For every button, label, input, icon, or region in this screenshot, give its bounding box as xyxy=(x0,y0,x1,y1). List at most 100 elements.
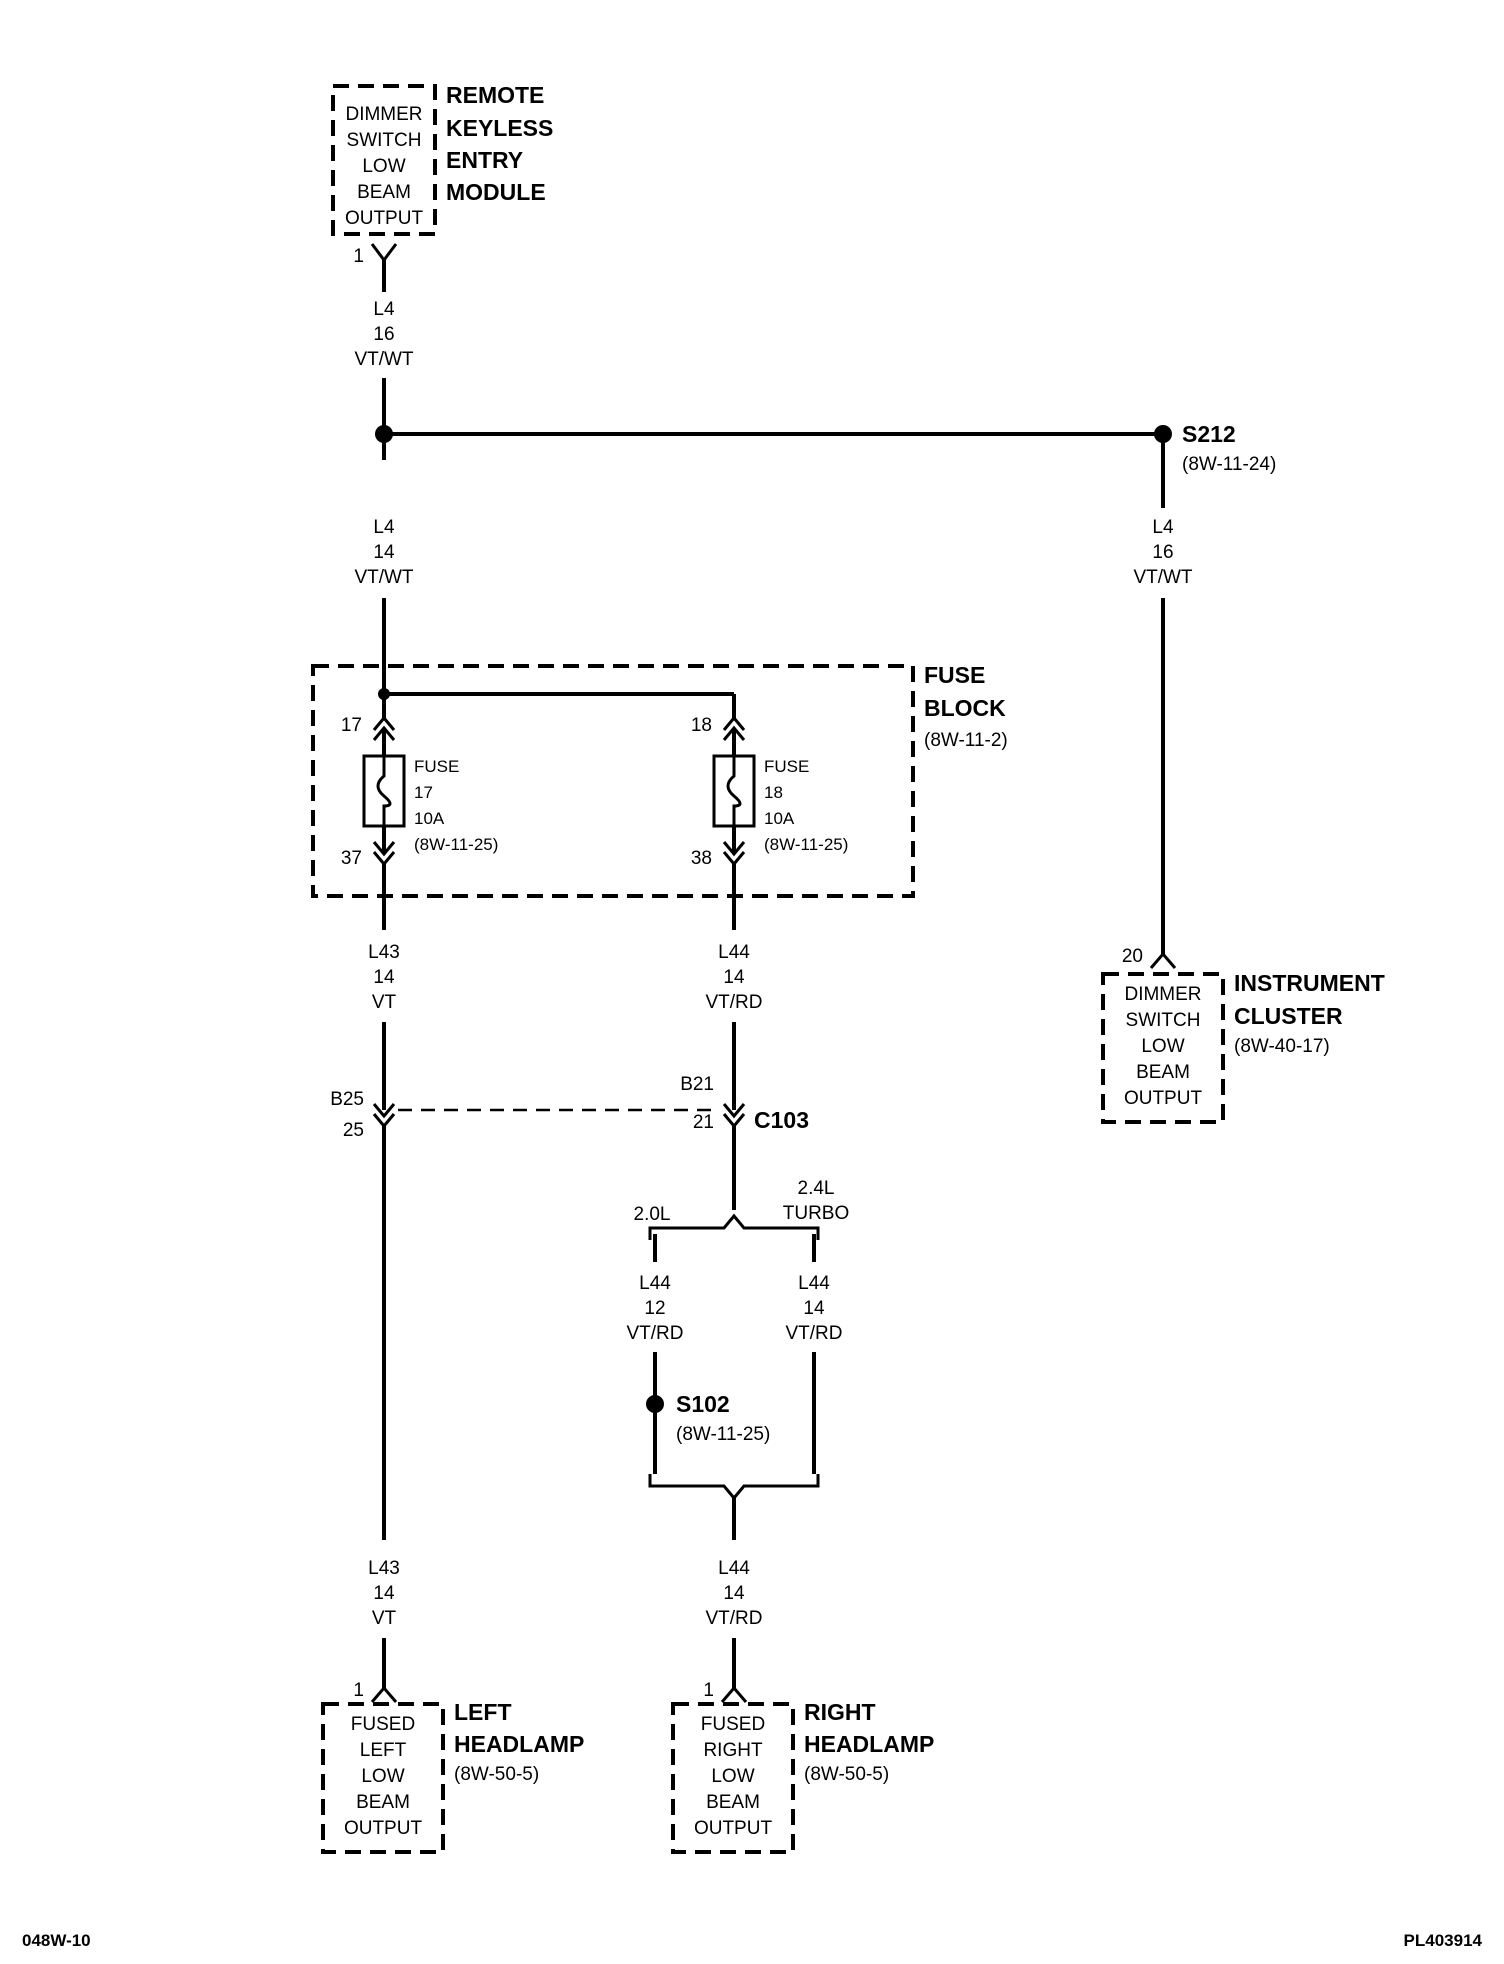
headlamp-title: LEFT xyxy=(454,1699,512,1725)
headlamp-inner-label: OUTPUT xyxy=(694,1818,773,1839)
connector-symbol xyxy=(722,841,746,857)
cluster-title: CLUSTER xyxy=(1234,1003,1343,1029)
connector-symbol xyxy=(372,715,396,731)
wire-label: VT/WT xyxy=(354,349,413,370)
cluster-inner-label: BEAM xyxy=(1136,1062,1190,1083)
wire-label: L44 xyxy=(639,1273,671,1294)
fuse-label: (8W-11-25) xyxy=(764,835,848,854)
variant-brace-upper xyxy=(648,1213,820,1240)
connector-symbol xyxy=(370,1685,398,1703)
wire-label: 14 xyxy=(373,542,395,563)
cluster-inner-label: LOW xyxy=(1141,1036,1184,1057)
headlamp-title: RIGHT xyxy=(804,1699,876,1725)
wire-label: L43 xyxy=(368,942,400,963)
rke-inner-label: BEAM xyxy=(357,182,411,203)
wire-label: VT xyxy=(372,1608,397,1629)
headlamp-pin: 1 xyxy=(703,1680,714,1701)
wire-label: L44 xyxy=(798,1273,830,1294)
wire-label: VT xyxy=(372,992,397,1013)
rke-inner-label: LOW xyxy=(362,156,405,177)
connector-pin: 21 xyxy=(693,1112,714,1133)
fuse-block-title: BLOCK xyxy=(924,695,1006,721)
connector-symbol xyxy=(722,1103,746,1119)
wire-label: VT/RD xyxy=(786,1323,843,1344)
rke-connector-symbol xyxy=(370,243,398,263)
fuse-out-pin: 38 xyxy=(691,848,712,869)
connector-symbol xyxy=(372,1103,396,1119)
rke-pin-label: 1 xyxy=(353,246,364,267)
headlamp-ref: (8W-50-5) xyxy=(454,1764,539,1785)
rke-title: MODULE xyxy=(446,179,546,205)
instrument-cluster: 20 DIMMER SWITCH LOW BEAM OUTPUT INSTRUM… xyxy=(1101,946,1385,1124)
connector-name: C103 xyxy=(754,1107,809,1133)
s102-ref: (8W-11-25) xyxy=(676,1424,770,1445)
headlamp-inner-label: BEAM xyxy=(706,1792,760,1813)
fuse-block-box xyxy=(311,664,915,898)
cluster-inner-label: SWITCH xyxy=(1126,1010,1201,1031)
fuse-label: (8W-11-25) xyxy=(414,835,498,854)
headlamp-inner-label: LEFT xyxy=(360,1740,407,1761)
wire-label: L43 xyxy=(368,1558,400,1579)
left-headlamp-box xyxy=(321,1702,445,1854)
headlamp-inner-label: RIGHT xyxy=(703,1740,763,1761)
rke-inner-label: SWITCH xyxy=(347,130,422,151)
footer-page-code: 048W-10 xyxy=(22,1931,91,1950)
headlamp-ref: (8W-50-5) xyxy=(804,1764,889,1785)
cluster-pin: 20 xyxy=(1122,946,1143,967)
connector-symbol xyxy=(372,725,396,741)
wire-label: L44 xyxy=(718,942,750,963)
headlamp-inner-label: OUTPUT xyxy=(344,1818,423,1839)
wire-label: 14 xyxy=(373,967,395,988)
rke-title: REMOTE xyxy=(446,82,544,108)
right-headlamp-box xyxy=(671,1702,795,1854)
connector-c103: B25 25 B21 21 C103 xyxy=(330,1074,809,1141)
s102-splice-dot xyxy=(646,1395,664,1413)
fuse-18: 18 38 FUSE 18 10A (8W-11-25) xyxy=(691,715,849,869)
wire-label: 14 xyxy=(723,967,745,988)
headlamp-title: HEADLAMP xyxy=(454,1731,584,1757)
rke-inner-label: DIMMER xyxy=(345,104,422,125)
wire-label: L4 xyxy=(1152,517,1174,538)
connector-symbol xyxy=(1149,951,1177,969)
fuse-element xyxy=(376,756,392,826)
variant-label: TURBO xyxy=(783,1203,850,1224)
rke-module-box xyxy=(331,84,437,236)
headlamp-inner-label: FUSED xyxy=(351,1714,415,1735)
rke-title: ENTRY xyxy=(446,147,523,173)
cluster-inner-label: OUTPUT xyxy=(1124,1088,1203,1109)
rke-module: DIMMER SWITCH LOW BEAM OUTPUT REMOTE KEY… xyxy=(331,82,553,267)
connector-symbol xyxy=(722,715,746,731)
wire-label: VT/RD xyxy=(627,1323,684,1344)
wire-label: 14 xyxy=(723,1583,745,1604)
fuse-label: 10A xyxy=(414,809,445,828)
wire-label: 16 xyxy=(1152,542,1173,563)
cluster-ref: (8W-40-17) xyxy=(1234,1036,1330,1057)
connector-symbol xyxy=(722,725,746,741)
headlamp-inner-label: LOW xyxy=(711,1766,754,1787)
wire-label: VT/WT xyxy=(354,567,413,588)
left-headlamp: 1 FUSED LEFT LOW BEAM OUTPUT LEFT HEADLA… xyxy=(321,1680,584,1854)
wire-label: VT/RD xyxy=(706,992,763,1013)
fuse-element xyxy=(726,756,742,826)
connector-symbol xyxy=(372,841,396,857)
s102-label: S102 xyxy=(676,1391,730,1417)
fuse-block: FUSE BLOCK (8W-11-2) 17 37 FUSE 17 10A (… xyxy=(311,662,1008,898)
s212-ref: (8W-11-24) xyxy=(1182,454,1276,475)
wire-label: L4 xyxy=(373,299,395,320)
fuse-block-ref: (8W-11-2) xyxy=(924,730,1008,751)
footer-figure-id: PL403914 xyxy=(1404,1931,1483,1950)
fuse-out-pin: 37 xyxy=(341,848,362,869)
wire-label: 16 xyxy=(373,324,394,345)
headlamp-inner-label: LOW xyxy=(361,1766,404,1787)
connector-symbol xyxy=(720,1685,748,1703)
wire-label: VT/WT xyxy=(1133,567,1192,588)
s212-label: S212 xyxy=(1182,421,1236,447)
fuse-label: FUSE xyxy=(414,757,459,776)
fuse-label: 18 xyxy=(764,783,783,802)
cluster-inner-label: DIMMER xyxy=(1124,984,1201,1005)
connector-pin: 25 xyxy=(343,1120,364,1141)
variant-label: 2.4L xyxy=(798,1178,835,1199)
wire-label: 14 xyxy=(373,1583,395,1604)
connector-pin: B21 xyxy=(680,1074,714,1095)
